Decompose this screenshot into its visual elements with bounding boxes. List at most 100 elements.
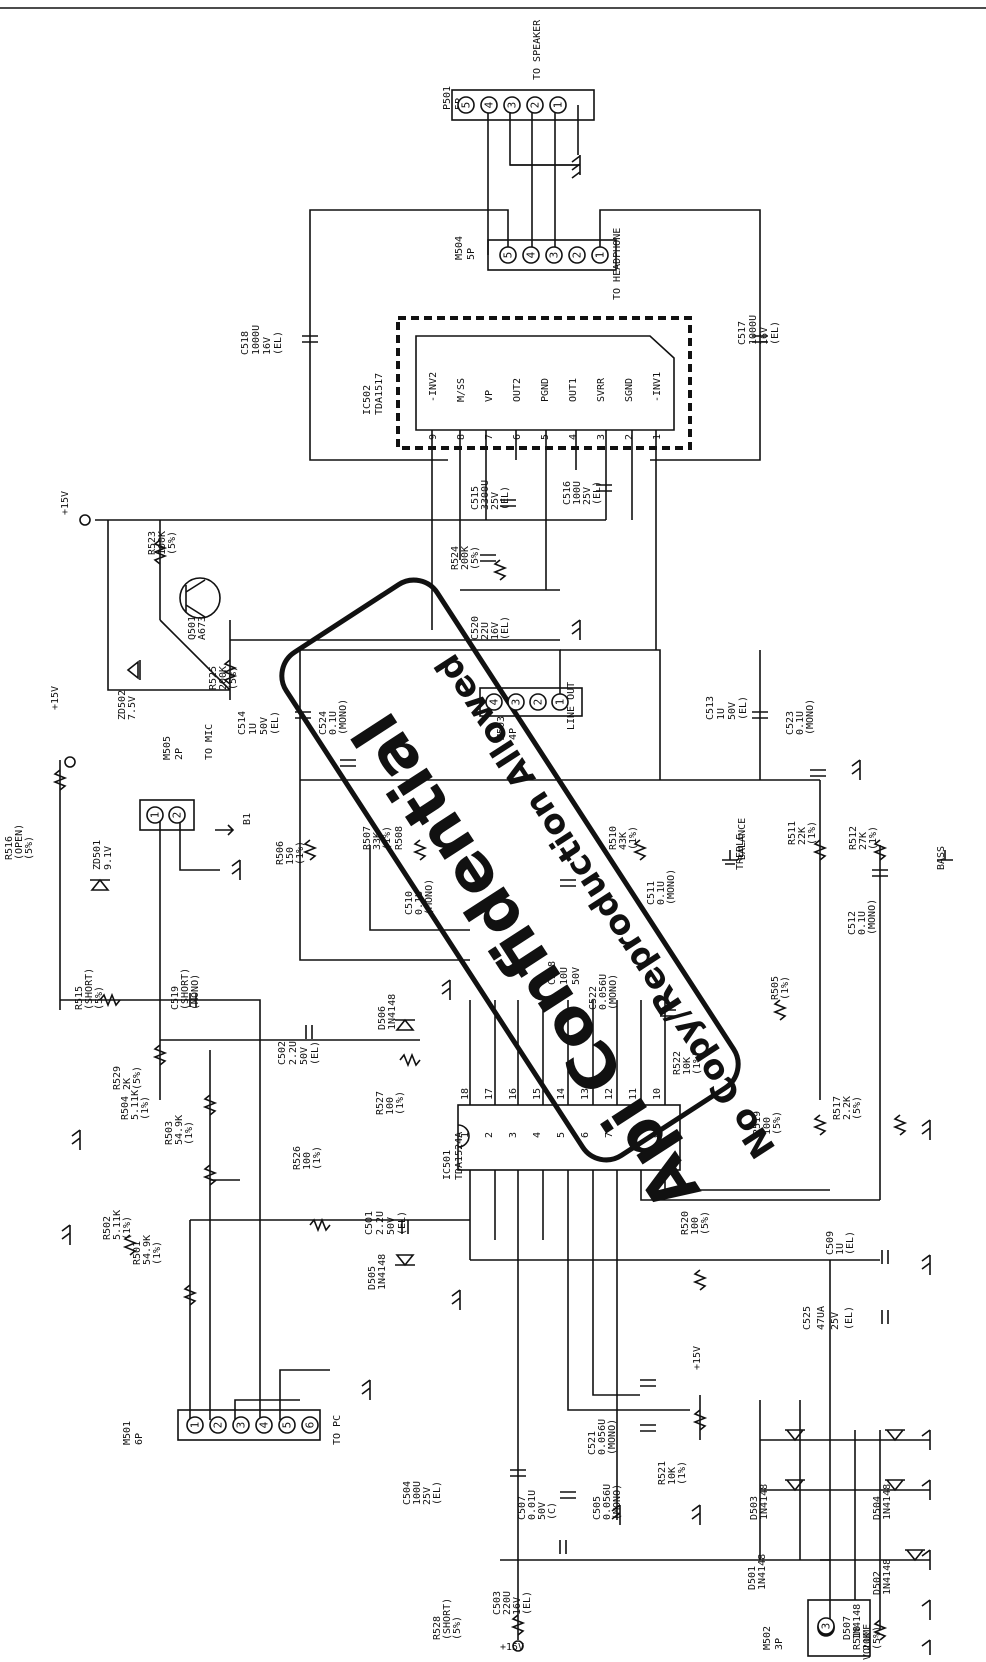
c503-label-1: 220U bbox=[502, 1591, 513, 1615]
c511-label-0: C511 bbox=[646, 881, 657, 905]
c514-label-1: 1U bbox=[248, 723, 259, 735]
ic502-part: TDA1517 bbox=[374, 373, 385, 415]
r524-label-0: R524 bbox=[450, 546, 461, 570]
r506-label-1: 150 bbox=[285, 847, 296, 865]
c517-label-3: (EL) bbox=[770, 321, 781, 345]
r527-label-0: R527 bbox=[375, 1091, 386, 1115]
c521-label-1: 0.056U bbox=[597, 1419, 608, 1455]
ic501-top-pin-4: 14 bbox=[556, 1088, 567, 1100]
ic501-bottom-pin-5: 6 bbox=[580, 1132, 591, 1138]
c515-label-3: (EL) bbox=[500, 486, 511, 510]
c512-label-1: 0.1U bbox=[857, 911, 868, 935]
ic502-pin-num-4: 5 bbox=[540, 434, 551, 440]
bass-label: BASS bbox=[936, 846, 947, 870]
c518-label-1: 1000U bbox=[251, 325, 262, 355]
p501-pin-circle-4 bbox=[480, 96, 498, 114]
ic502-pin-num-1: 8 bbox=[456, 434, 467, 440]
ic501-top-pin-5: 13 bbox=[580, 1088, 591, 1100]
wiring bbox=[59, 105, 930, 1640]
r518-label-1: 20K bbox=[862, 1632, 873, 1650]
m501-box bbox=[177, 1409, 321, 1441]
r504-label-1: 5.11K bbox=[130, 1090, 141, 1120]
d503-label-1: 1N4148 bbox=[759, 1484, 770, 1520]
c518-label-0: C518 bbox=[240, 331, 251, 355]
r519-label-0: R519 bbox=[752, 1111, 763, 1135]
ic501-top-pin-3: 15 bbox=[532, 1088, 543, 1100]
zd502-label-1: 7.5V bbox=[127, 696, 138, 720]
ic502 bbox=[396, 316, 692, 450]
c517-label-1: 1000U bbox=[748, 315, 759, 345]
c522-label-2: (MONO) bbox=[608, 974, 619, 1010]
r523-label-2: (5%) bbox=[167, 531, 178, 555]
c516-label-0: C516 bbox=[562, 481, 573, 505]
c510-label-0: C510 bbox=[404, 891, 415, 915]
r511-label-0: R511 bbox=[787, 821, 798, 845]
r512-label-1: 27K bbox=[858, 832, 869, 850]
c509-label-0: C509 bbox=[825, 1231, 836, 1255]
m504-pin-5: 5 bbox=[502, 252, 515, 259]
c513-label-0: C513 bbox=[705, 696, 716, 720]
r526-label-1: 100 bbox=[302, 1152, 313, 1170]
m505-pin-circle-1 bbox=[146, 806, 164, 824]
c517-label-2: 16V bbox=[759, 327, 770, 345]
m504-pin-4: 4 bbox=[525, 251, 538, 258]
c514-label-0: C514 bbox=[237, 711, 248, 735]
r510-label-2: (1%) bbox=[628, 826, 639, 850]
c501-label-3: (EL) bbox=[397, 1211, 408, 1235]
c525-label-1: 47UA bbox=[816, 1306, 827, 1330]
q501-label-0: Q501 bbox=[187, 616, 198, 640]
c513-label-2: 50V bbox=[727, 702, 738, 720]
capacitors bbox=[189, 335, 889, 1554]
m501-pin-circle-2 bbox=[209, 1416, 227, 1434]
balance-label: BALANCE bbox=[737, 818, 748, 860]
c518-label-2: 16V bbox=[262, 337, 273, 355]
m502-pin-circle-3 bbox=[817, 1617, 835, 1635]
zd502-label-0: ZD502 bbox=[117, 690, 128, 720]
r507-label-1: 33K bbox=[372, 832, 383, 850]
m502-box bbox=[807, 1599, 871, 1657]
c520-label-0: C520 bbox=[470, 616, 481, 640]
p501-pin-4: 4 bbox=[483, 101, 496, 108]
ground-symbols bbox=[61, 155, 953, 1655]
power-15v-a: +15V bbox=[60, 491, 71, 515]
c523-label-2: (MONO) bbox=[805, 699, 816, 735]
d502-label-1: 1N4148 bbox=[882, 1559, 893, 1595]
ic501 bbox=[457, 1104, 681, 1171]
m505-pin-circle-2 bbox=[168, 806, 186, 824]
r506-label-0: R506 bbox=[275, 841, 286, 865]
ic502-pin-num-0: 9 bbox=[428, 434, 439, 440]
ic501-bottom-pin-7: 8 bbox=[628, 1132, 639, 1138]
c525-label-0: C525 bbox=[802, 1306, 813, 1330]
resistors bbox=[52, 539, 908, 1641]
q501-label-1: A673 bbox=[197, 616, 208, 640]
r508-label-0: R508 bbox=[394, 826, 405, 850]
r529-label-1: 2K bbox=[122, 1078, 133, 1090]
r502-label-2: (1%) bbox=[122, 1216, 133, 1240]
c524-label-2: (MONO) bbox=[338, 699, 349, 735]
c504-label-3: (EL) bbox=[432, 1481, 443, 1505]
c515-label-2: 25V bbox=[490, 492, 501, 510]
p501-pin-circle-1 bbox=[549, 96, 567, 114]
c504-label-0: C504 bbox=[402, 1481, 413, 1505]
c505-label-1: 0.056U bbox=[602, 1484, 613, 1520]
m505-size: 2P bbox=[174, 748, 185, 760]
ic501-bottom-pin-8: 9 bbox=[652, 1132, 663, 1138]
c523-label-1: 0.1U bbox=[795, 711, 806, 735]
power-15v-b: +15V bbox=[50, 686, 61, 710]
r519-label-1: 100 bbox=[762, 1117, 773, 1135]
treble-label: TREBLE bbox=[735, 834, 746, 870]
ic501-bottom-pin-2: 3 bbox=[508, 1132, 519, 1138]
c502-label-2: 50V bbox=[299, 1047, 310, 1065]
p501-pin-3: 3 bbox=[506, 102, 519, 109]
c524-label-0: C524 bbox=[318, 711, 329, 735]
ic502-pin-name-3: OUT2 bbox=[512, 378, 523, 402]
r529-label-2: (5%) bbox=[132, 1066, 143, 1090]
diodes bbox=[90, 660, 925, 1562]
m505-dest: TO MIC bbox=[204, 724, 215, 760]
m503-pin-1: 1 bbox=[554, 699, 567, 706]
c507-label-2: 50V bbox=[537, 1502, 548, 1520]
c505-label-2: (MONO) bbox=[612, 1484, 623, 1520]
r522-label-2: (1%) bbox=[692, 1051, 703, 1075]
c501-label-1: 2.2U bbox=[375, 1211, 386, 1235]
